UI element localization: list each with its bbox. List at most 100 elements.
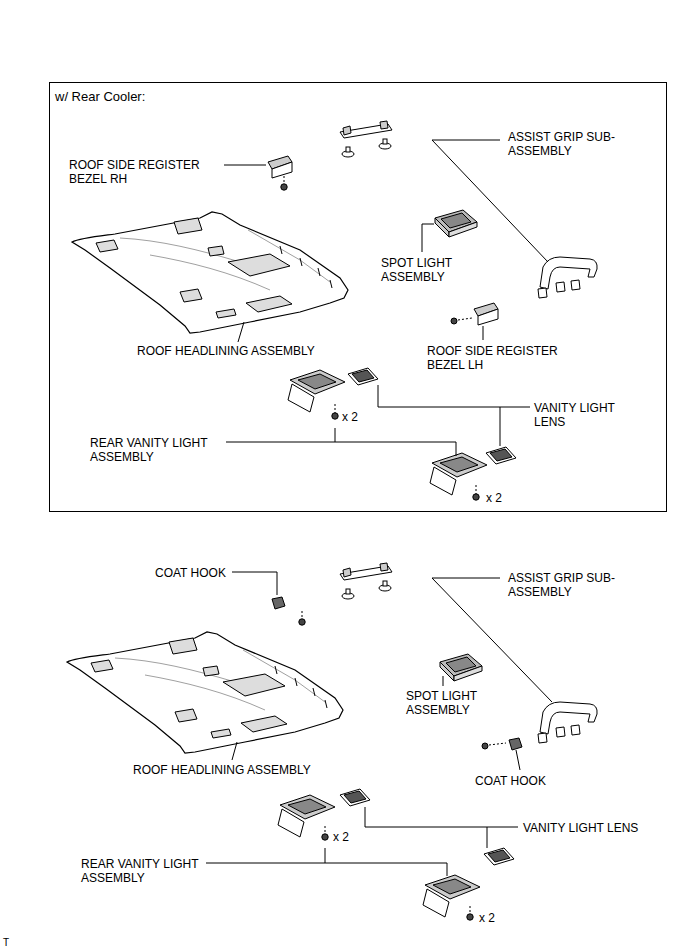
part-outline (228, 254, 290, 276)
part-outline (380, 121, 388, 129)
part-outline (175, 709, 197, 722)
part-outline (490, 449, 512, 461)
part-outline (344, 791, 366, 803)
part-outline (571, 280, 580, 290)
screw-path (325, 826, 326, 834)
leader-line (232, 572, 277, 595)
part-name: ASSIST GRIP SUB- ASSEMBLY (508, 130, 618, 158)
headliner-drawing (72, 212, 348, 333)
screw-path (335, 404, 336, 413)
part-name: COAT HOOK (155, 566, 226, 580)
part-outline (246, 296, 292, 312)
screw (322, 834, 328, 840)
leader-line (483, 326, 484, 340)
leader-line (378, 385, 530, 407)
screw-path (284, 176, 285, 184)
headliner-drawing (67, 632, 343, 753)
part-outline (435, 218, 449, 237)
part-name: ASSIST GRIP SUB- ASSEMBLY (508, 571, 618, 599)
leader-line (232, 742, 237, 760)
part-name: ROOF SIDE REGISTER BEZEL LH (427, 344, 567, 372)
part-outline (91, 660, 113, 672)
part-outline (298, 374, 336, 389)
part-name: VANITY LIGHT LENS (534, 401, 624, 429)
part-outline (343, 126, 351, 135)
part-outline (484, 848, 514, 865)
part-name: T (3, 936, 9, 949)
part-name: x 2 (479, 911, 495, 925)
part-name: x 2 (486, 491, 502, 505)
part-outline (538, 733, 547, 743)
part-name: SPOT LIGHT ASSEMBLY (406, 689, 486, 717)
part-outline (203, 666, 219, 676)
part-name: ROOF HEADLINING ASSEMBLY (137, 344, 315, 358)
screw (332, 413, 338, 419)
screw (467, 914, 473, 920)
part-outline (556, 727, 565, 737)
part-outline (272, 597, 285, 609)
part-outline (241, 716, 287, 732)
part-outline (556, 282, 565, 292)
leader-line (487, 827, 488, 848)
part-outline (440, 457, 478, 472)
screw-path (470, 906, 471, 914)
part-name: COAT HOOK (475, 774, 546, 788)
leader-line (422, 224, 434, 252)
part-outline (340, 789, 370, 806)
part-outline (433, 879, 471, 894)
part-outline (288, 799, 326, 814)
part-outline (208, 246, 224, 256)
part-outline (478, 309, 498, 325)
leader-line (443, 676, 444, 686)
part-outline (423, 889, 449, 917)
part-name: x 2 (342, 410, 358, 424)
part-name: SPOT LIGHT ASSEMBLY (381, 256, 461, 284)
leader-line (365, 807, 518, 827)
group-heading: w/ Rear Cooler: (50, 83, 666, 104)
part-outline (174, 218, 202, 234)
leader-line (500, 407, 501, 446)
screw-path (476, 485, 477, 494)
assist-grip (540, 702, 597, 734)
leader-line (325, 848, 326, 863)
part-outline (180, 289, 202, 302)
part-outline (380, 563, 388, 571)
part-name: ROOF HEADLINING ASSEMBLY (133, 763, 311, 777)
part-outline (486, 447, 516, 464)
part-outline (169, 638, 197, 654)
part-outline (440, 662, 454, 681)
part-name: REAR VANITY LIGHT ASSEMBLY (90, 436, 218, 464)
leader-line (335, 428, 336, 442)
part-outline (509, 738, 522, 750)
leader-line (224, 165, 266, 166)
part-name: VANITY LIGHT LENS (523, 821, 638, 835)
leader-line (226, 442, 456, 456)
part-outline (352, 370, 374, 382)
part-outline (288, 384, 314, 412)
part-outline (272, 162, 292, 178)
part-outline (454, 666, 482, 681)
screw (281, 184, 287, 190)
part-outline (278, 809, 304, 837)
leader-line (206, 863, 447, 876)
part-outline (488, 850, 510, 862)
part-outline (211, 729, 231, 738)
part-name: ROOF SIDE REGISTER BEZEL RH (69, 158, 209, 186)
part-outline (216, 309, 236, 318)
part-outline (430, 467, 456, 495)
leader-line (238, 322, 244, 342)
assist-grip (540, 257, 597, 289)
screw (299, 619, 305, 625)
part-name: REAR VANITY LIGHT ASSEMBLY (81, 857, 209, 885)
leader-line (432, 140, 548, 262)
screw-path (302, 611, 303, 619)
leader-line (432, 140, 500, 141)
part-outline (538, 288, 547, 298)
leader-line (516, 750, 520, 770)
part-outline (571, 725, 580, 735)
part-outline (223, 674, 285, 696)
part-name: x 2 (333, 830, 349, 844)
part-outline (343, 568, 351, 577)
part-outline (449, 222, 477, 237)
screw (473, 494, 479, 500)
